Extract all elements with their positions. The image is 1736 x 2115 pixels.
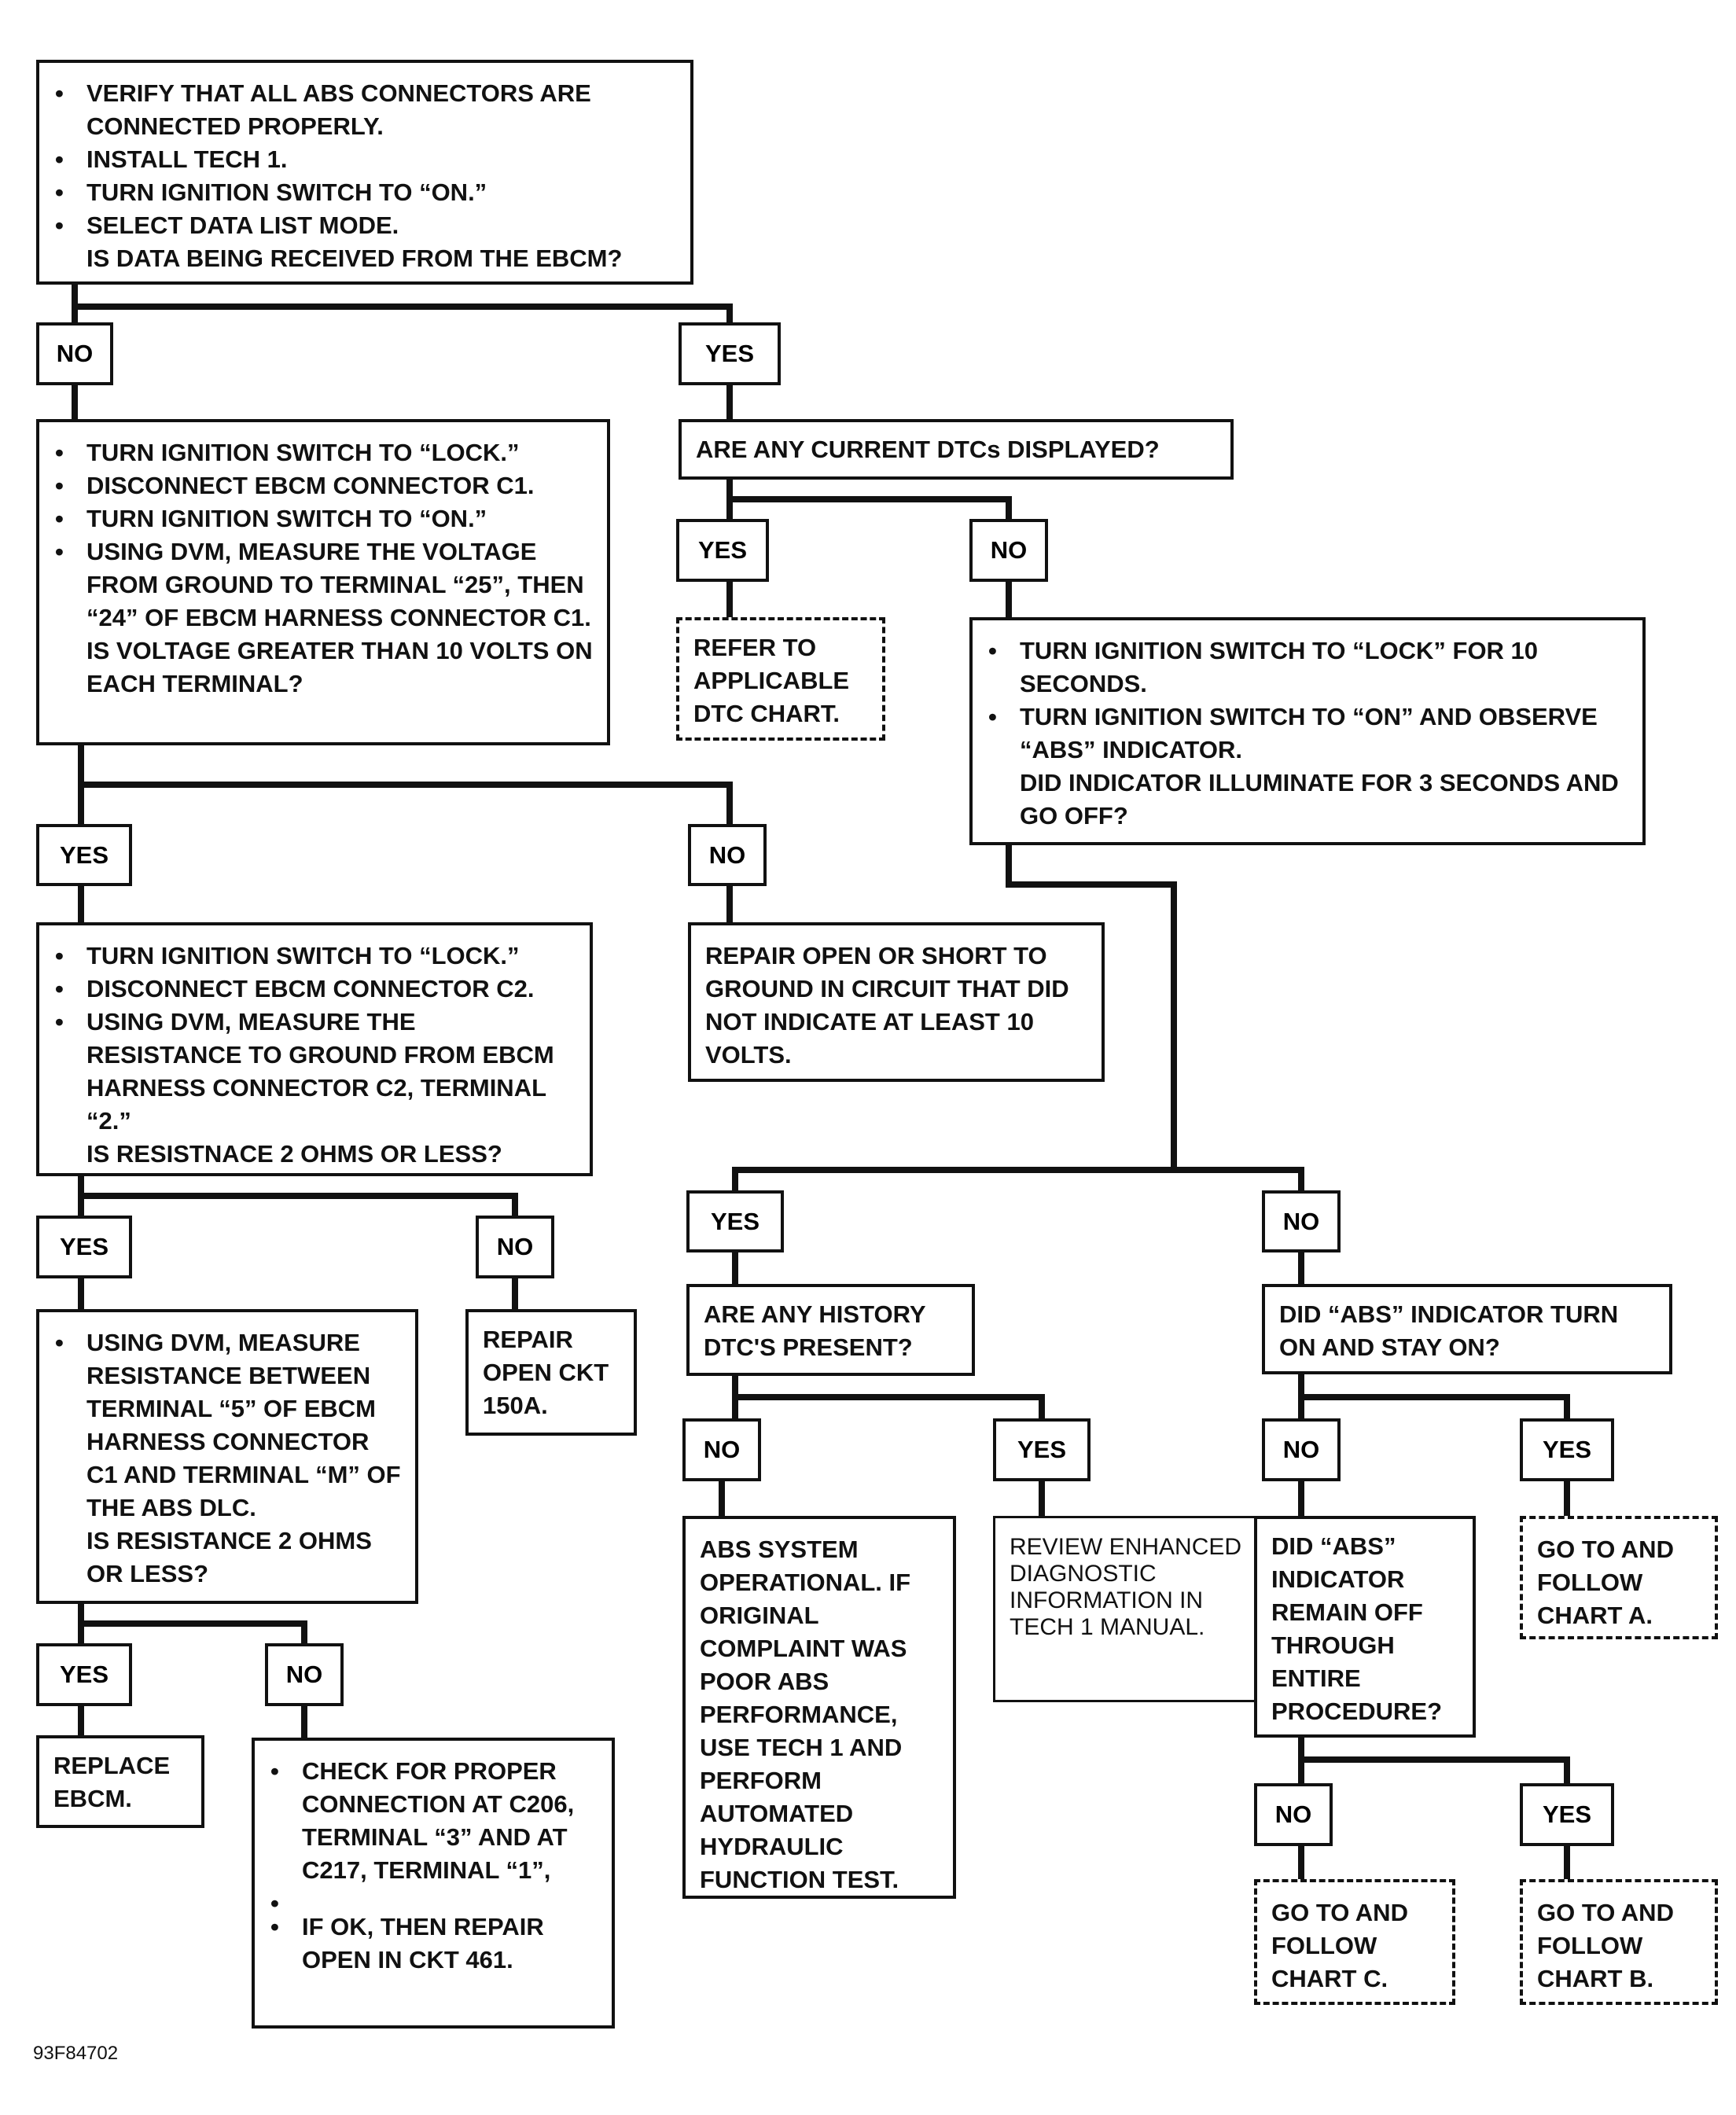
history-dtc-box: ARE ANY HISTORY DTC'S PRESENT?: [686, 1284, 975, 1376]
stay-on-box: DID “ABS” INDICATOR TURN ON AND STAY ON?: [1262, 1284, 1672, 1374]
voltage-check-box: TURN IGNITION SWITCH TO “LOCK.” DISCONNE…: [36, 419, 610, 745]
start-yes-label: YES: [679, 322, 781, 385]
dlc-no-label: NO: [265, 1643, 344, 1706]
chart-a-text: GO TO AND FOLLOW CHART A.: [1537, 1536, 1674, 1629]
abs-operational-text: ABS SYSTEM OPERATIONAL. IF ORIGINAL COMP…: [700, 1536, 911, 1893]
resistance-yes-label: YES: [36, 1216, 132, 1278]
voltage-yes-label: YES: [36, 824, 132, 886]
dlc-yes-label: YES: [36, 1643, 132, 1706]
review-info-text: REVIEW ENHANCED DIAGNOSTIC INFORMATION I…: [1010, 1534, 1242, 1640]
resistance-check-step: USING DVM, MEASURE THE RESISTANCE TO GRO…: [53, 1006, 576, 1138]
start-steps: VERIFY THAT ALL ABS CONNECTORS ARE CONNE…: [53, 77, 676, 242]
repair-open-short-box: REPAIR OPEN OR SHORT TO GROUND IN CIRCUI…: [688, 922, 1105, 1082]
replace-ebcm-box: REPLACE EBCM.: [36, 1735, 204, 1828]
current-dtc-box: ARE ANY CURRENT DTCs DISPLAYED?: [679, 419, 1234, 480]
current-dtc-question: ARE ANY CURRENT DTCs DISPLAYED?: [696, 436, 1160, 463]
history-no-label: NO: [682, 1418, 761, 1481]
stay-on-question: DID “ABS” INDICATOR TURN ON AND STAY ON?: [1279, 1300, 1619, 1361]
current-dtc-yes-label: YES: [676, 519, 769, 582]
stay-on-no-label: NO: [1262, 1418, 1341, 1481]
repair-ckt-150a-box: REPAIR OPEN CKT 150A.: [465, 1309, 637, 1436]
remain-off-question: DID “ABS” INDICATOR REMAIN OFF THROUGH E…: [1271, 1532, 1443, 1725]
review-info-box: REVIEW ENHANCED DIAGNOSTIC INFORMATION I…: [993, 1516, 1268, 1702]
resistance-check-steps: TURN IGNITION SWITCH TO “LOCK.” DISCONNE…: [53, 940, 576, 1138]
history-dtc-question: ARE ANY HISTORY DTC'S PRESENT?: [704, 1300, 925, 1361]
dlc-check-steps: USING DVM, MEASURE RESISTANCE BETWEEN TE…: [53, 1326, 401, 1525]
indicator-test-step: TURN IGNITION SWITCH TO “ON” AND OBSERVE…: [987, 701, 1628, 767]
voltage-check-step: TURN IGNITION SWITCH TO “ON.”: [53, 502, 593, 535]
indicator-test-step: TURN IGNITION SWITCH TO “LOCK” FOR 10 SE…: [987, 634, 1628, 701]
voltage-no-label: NO: [688, 824, 767, 886]
voltage-check-step: DISCONNECT EBCM CONNECTOR C1.: [53, 469, 593, 502]
start-step-box: VERIFY THAT ALL ABS CONNECTORS ARE CONNE…: [36, 60, 693, 285]
remain-off-box: DID “ABS” INDICATOR REMAIN OFF THROUGH E…: [1254, 1516, 1476, 1738]
remain-off-no-label: NO: [1254, 1783, 1333, 1846]
indicator-yes-label: YES: [686, 1190, 784, 1252]
dlc-check-question: IS RESISTANCE 2 OHMS OR LESS?: [86, 1527, 372, 1587]
indicator-no-label: NO: [1262, 1190, 1341, 1252]
abs-operational-box: ABS SYSTEM OPERATIONAL. IF ORIGINAL COMP…: [682, 1516, 956, 1899]
refer-dtc-box: REFER TO APPLICABLE DTC CHART.: [676, 617, 885, 741]
resistance-check-step: DISCONNECT EBCM CONNECTOR C2.: [53, 973, 576, 1006]
voltage-check-steps: TURN IGNITION SWITCH TO “LOCK.” DISCONNE…: [53, 436, 593, 634]
dlc-check-box: USING DVM, MEASURE RESISTANCE BETWEEN TE…: [36, 1309, 418, 1604]
resistance-check-box: TURN IGNITION SWITCH TO “LOCK.” DISCONNE…: [36, 922, 593, 1176]
start-no-label: NO: [36, 322, 113, 385]
indicator-test-question: DID INDICATOR ILLUMINATE FOR 3 SECONDS A…: [1020, 769, 1619, 829]
current-dtc-no-label: NO: [969, 519, 1048, 582]
check-connection-box: CHECK FOR PROPER CONNECTION AT C206, TER…: [252, 1738, 615, 2029]
history-yes-label: YES: [993, 1418, 1091, 1481]
chart-c-text: GO TO AND FOLLOW CHART C.: [1271, 1899, 1408, 1992]
repair-ckt-150a-text: REPAIR OPEN CKT 150A.: [483, 1326, 609, 1419]
start-step: INSTALL TECH 1.: [53, 143, 676, 176]
resistance-check-question: IS RESISTNACE 2 OHMS OR LESS?: [86, 1140, 502, 1168]
resistance-check-step: TURN IGNITION SWITCH TO “LOCK.”: [53, 940, 576, 973]
remain-off-yes-label: YES: [1520, 1783, 1614, 1846]
voltage-check-question: IS VOLTAGE GREATER THAN 10 VOLTS ON EACH…: [86, 637, 593, 697]
replace-ebcm-text: REPLACE EBCM.: [53, 1752, 171, 1812]
start-step: SELECT DATA LIST MODE.: [53, 209, 676, 242]
repair-open-short-text: REPAIR OPEN OR SHORT TO GROUND IN CIRCUI…: [705, 942, 1069, 1069]
check-connection-steps: CHECK FOR PROPER CONNECTION AT C206, TER…: [269, 1755, 598, 1977]
chart-c-box: GO TO AND FOLLOW CHART C.: [1254, 1879, 1455, 2005]
start-step: VERIFY THAT ALL ABS CONNECTORS ARE CONNE…: [53, 77, 676, 143]
figure-reference-code: 93F84702: [33, 2043, 119, 2064]
stay-on-yes-label: YES: [1520, 1418, 1614, 1481]
indicator-test-box: TURN IGNITION SWITCH TO “LOCK” FOR 10 SE…: [969, 617, 1646, 845]
resistance-no-label: NO: [476, 1216, 554, 1278]
check-connection-step: IF OK, THEN REPAIR OPEN IN CKT 461.: [269, 1911, 598, 1977]
voltage-check-step: USING DVM, MEASURE THE VOLTAGE FROM GROU…: [53, 535, 593, 634]
chart-b-text: GO TO AND FOLLOW CHART B.: [1537, 1899, 1674, 1992]
dlc-check-step: USING DVM, MEASURE RESISTANCE BETWEEN TE…: [53, 1326, 401, 1525]
start-step: TURN IGNITION SWITCH TO “ON.”: [53, 176, 676, 209]
start-question: IS DATA BEING RECEIVED FROM THE EBCM?: [86, 245, 623, 272]
step-spacer: [269, 1887, 598, 1920]
voltage-check-step: TURN IGNITION SWITCH TO “LOCK.”: [53, 436, 593, 469]
chart-a-box: GO TO AND FOLLOW CHART A.: [1520, 1516, 1718, 1639]
check-connection-step: CHECK FOR PROPER CONNECTION AT C206, TER…: [269, 1755, 598, 1887]
indicator-test-steps: TURN IGNITION SWITCH TO “LOCK” FOR 10 SE…: [987, 634, 1628, 767]
refer-dtc-text: REFER TO APPLICABLE DTC CHART.: [693, 634, 850, 727]
chart-b-box: GO TO AND FOLLOW CHART B.: [1520, 1879, 1718, 2005]
